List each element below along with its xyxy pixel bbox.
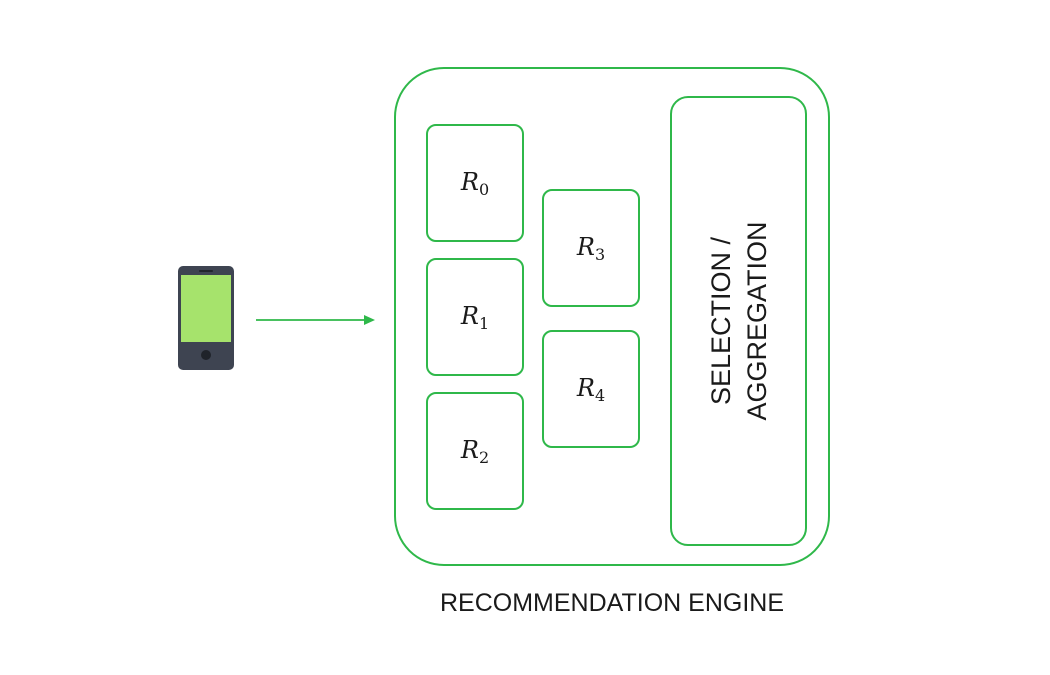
recommender-box-r1: R1 [426, 258, 524, 376]
recommender-label: R1 [460, 301, 490, 333]
recommender-label: R3 [576, 232, 606, 264]
phone-screen [181, 275, 231, 342]
recommender-box-r0: R0 [426, 124, 524, 242]
recommender-label: R0 [460, 167, 490, 199]
smartphone-icon [178, 266, 234, 370]
selection-aggregation-box: SELECTION / AGGREGATION [670, 96, 807, 546]
recommender-box-r4: R4 [542, 330, 640, 448]
phone-home-button [201, 350, 211, 360]
phone-speaker [199, 270, 213, 272]
recommender-label: R4 [576, 373, 606, 405]
recommender-box-r2: R2 [426, 392, 524, 510]
selection-aggregation-label: SELECTION / AGGREGATION [703, 221, 775, 420]
engine-title: RECOMMENDATION ENGINE [440, 589, 784, 617]
recommender-label: R2 [460, 435, 490, 467]
selection-label-line-2: AGGREGATION [741, 221, 772, 421]
arrow-right-icon [256, 315, 375, 325]
recommender-box-r3: R3 [542, 189, 640, 307]
recommendation-engine-box [394, 67, 830, 566]
selection-label-line-1: SELECTION / [705, 236, 736, 406]
